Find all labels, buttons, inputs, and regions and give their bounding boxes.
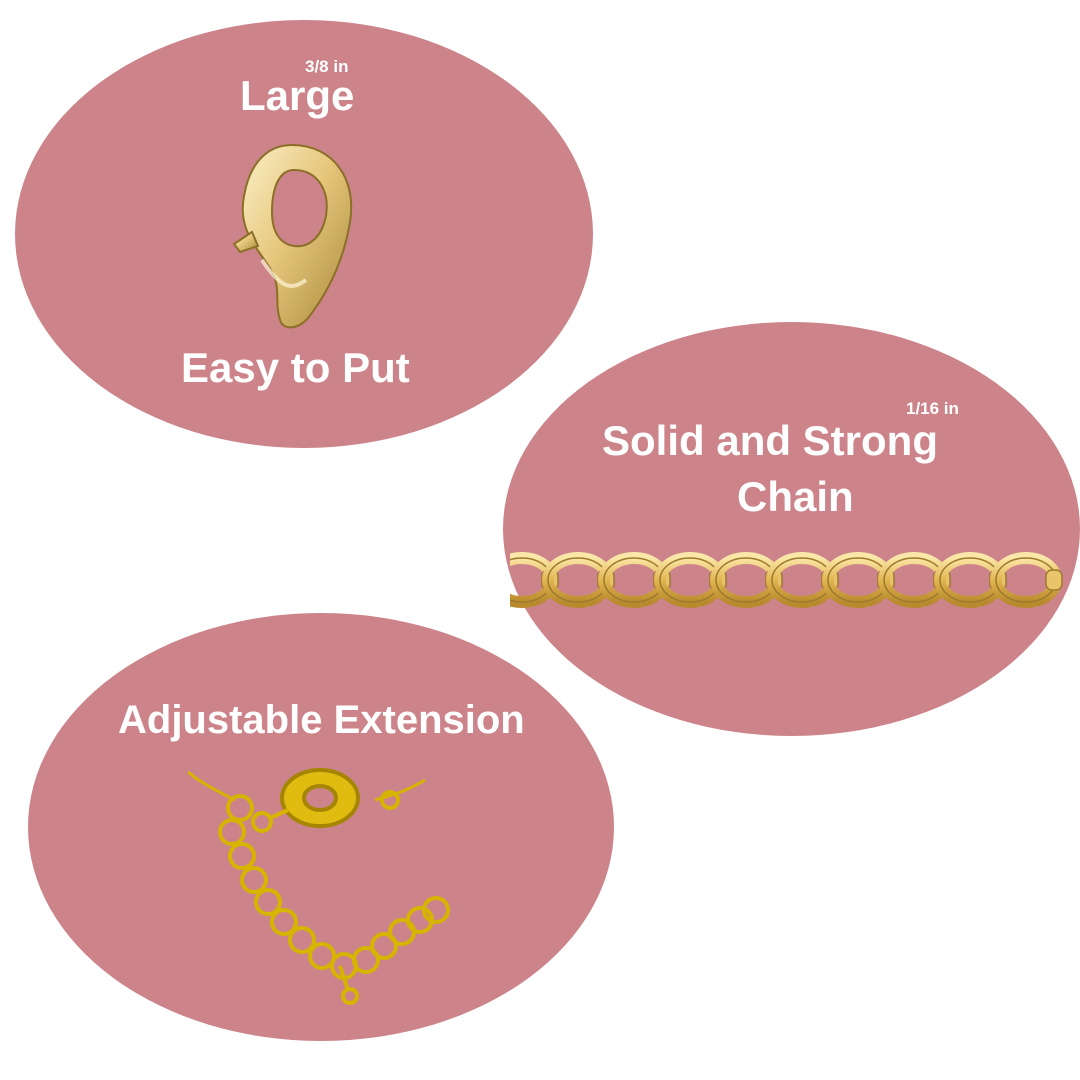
cable-chain-icon [510, 552, 1063, 608]
chain-size-label: 1/16 in [906, 399, 959, 418]
lobster-clasp-icon [232, 143, 353, 329]
extension-title: Adjustable Extension [118, 698, 525, 742]
clasp-caption: Easy to Put [181, 344, 410, 391]
chain-title-line2: Chain [737, 473, 854, 520]
clasp-size-label: 3/8 in [305, 57, 349, 76]
extender-chain-icon [187, 768, 450, 1005]
chain-title-line1: Solid and Strong [602, 417, 938, 464]
chain-panel [503, 322, 1080, 736]
clasp-title: Large [240, 72, 355, 119]
